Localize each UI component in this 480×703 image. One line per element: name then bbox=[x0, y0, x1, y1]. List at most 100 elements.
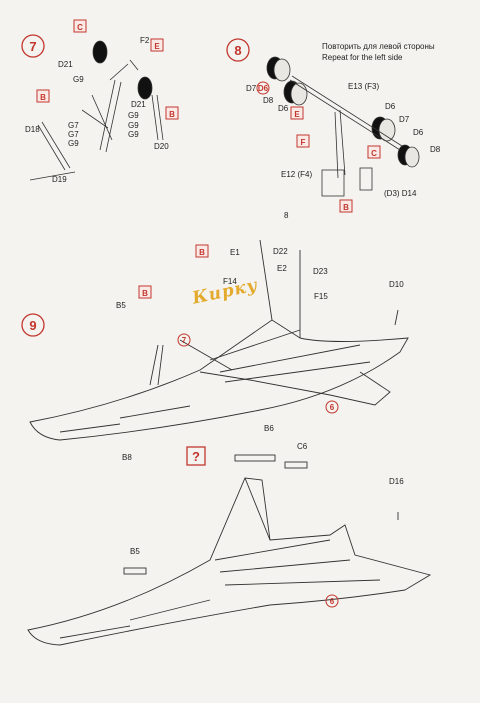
part-label: B bbox=[36, 89, 50, 103]
part-label-text: D8 bbox=[430, 145, 441, 154]
part-label: (D3) D14 bbox=[384, 189, 417, 198]
part-label-text: B6 bbox=[264, 424, 274, 433]
step-number-text: ? bbox=[192, 449, 200, 464]
step-number-7: 7 bbox=[21, 34, 45, 58]
part-label: B5 bbox=[130, 547, 140, 556]
part-label: E12 (F4) bbox=[281, 170, 312, 179]
part-label-text: B bbox=[40, 93, 46, 102]
part-label-text: E1 bbox=[230, 248, 240, 257]
part-label: 6 bbox=[325, 594, 339, 608]
part-label: D16 bbox=[389, 477, 404, 486]
part-label: D6 bbox=[278, 104, 289, 113]
part-label-text: D23 bbox=[313, 267, 328, 276]
part-label-text: B bbox=[343, 203, 349, 212]
part-label-text: 6 bbox=[330, 403, 335, 412]
part-label: D19 bbox=[52, 175, 67, 184]
part-label: E13 (F3) bbox=[348, 82, 379, 91]
step9-aircraft bbox=[29, 239, 409, 441]
part-label: D6 bbox=[385, 102, 396, 111]
part-label: B bbox=[339, 199, 353, 213]
part-label: D8 bbox=[430, 145, 441, 154]
part-label: C bbox=[73, 19, 87, 33]
repeat-note: Повторить для левой стороны Repeat for t… bbox=[322, 41, 435, 63]
part-label-text: F bbox=[301, 138, 306, 147]
part-label-text: G9 bbox=[68, 139, 79, 148]
part-label-text: F15 bbox=[314, 292, 328, 301]
part-label-text: G9 bbox=[128, 130, 139, 139]
part-label: D18 bbox=[25, 125, 40, 134]
part-label-text: D7 bbox=[399, 115, 410, 124]
part-label: B bbox=[195, 244, 209, 258]
part-label-text: D6 bbox=[278, 104, 289, 113]
part-label-text: D6 bbox=[385, 102, 396, 111]
part-label: G9 bbox=[128, 130, 139, 139]
part-label-text: G7 bbox=[68, 121, 79, 130]
part-label: 8 bbox=[284, 211, 289, 220]
part-label-text: D6 bbox=[258, 84, 269, 93]
part-label: D7 bbox=[246, 84, 257, 93]
part-label-text: E12 (F4) bbox=[281, 170, 312, 179]
part-label-text: 8 bbox=[284, 211, 289, 220]
part-label-text: F2 bbox=[140, 36, 150, 45]
part-label-text: E13 (F3) bbox=[348, 82, 379, 91]
step8-gear-drawing bbox=[266, 56, 420, 197]
part-label: F14 bbox=[223, 277, 237, 286]
part-label: G9 bbox=[73, 75, 84, 84]
part-label-text: E bbox=[294, 110, 300, 119]
part-label: G9 bbox=[68, 139, 79, 148]
part-label-text: G9 bbox=[73, 75, 84, 84]
part-label-text: G9 bbox=[128, 111, 139, 120]
part-label-text: D18 bbox=[25, 125, 40, 134]
part-label: E2 bbox=[277, 264, 287, 273]
part-label-text: E bbox=[154, 42, 160, 51]
part-label: B5 bbox=[116, 301, 126, 310]
part-label-text: D21 bbox=[131, 100, 146, 109]
part-label: 6 bbox=[325, 400, 339, 414]
part-label-text: (D3) D14 bbox=[384, 189, 417, 198]
part-label: G7 bbox=[68, 121, 79, 130]
part-label: D6 bbox=[413, 128, 424, 137]
part-label-text: D21 bbox=[58, 60, 73, 69]
step-number-10: ? bbox=[186, 446, 206, 466]
part-label: D8 bbox=[263, 96, 274, 105]
step-number-text: 8 bbox=[234, 43, 241, 58]
step7-gear-drawing bbox=[29, 40, 164, 181]
part-label-text: C6 bbox=[297, 442, 308, 451]
part-label: F15 bbox=[314, 292, 328, 301]
repeat-note-ru: Повторить для левой стороны bbox=[322, 42, 435, 51]
part-label: D21 bbox=[131, 100, 146, 109]
part-label-text: D8 bbox=[263, 96, 274, 105]
part-label-text: B bbox=[169, 110, 175, 119]
part-label-text: D16 bbox=[389, 477, 404, 486]
repeat-note-en: Repeat for the left side bbox=[322, 53, 403, 62]
part-label-text: C bbox=[77, 23, 83, 32]
part-label: 7 bbox=[177, 333, 191, 347]
step-number-text: 9 bbox=[29, 318, 36, 333]
part-label-text: G7 bbox=[68, 130, 79, 139]
step-number-text: 7 bbox=[29, 39, 36, 54]
part-label-text: B5 bbox=[130, 547, 140, 556]
part-label-text: D19 bbox=[52, 175, 67, 184]
part-label-text: F14 bbox=[223, 277, 237, 286]
part-label-text: D7 bbox=[246, 84, 257, 93]
part-label: D7 bbox=[399, 115, 410, 124]
part-label-text: D22 bbox=[273, 247, 288, 256]
part-label: B bbox=[165, 106, 179, 120]
part-label: B8 bbox=[122, 453, 132, 462]
part-label: E1 bbox=[230, 248, 240, 257]
part-label-text: B8 bbox=[122, 453, 132, 462]
part-label: B bbox=[138, 285, 152, 299]
part-label-text: G9 bbox=[128, 121, 139, 130]
step-number-9: 9 bbox=[21, 313, 45, 337]
part-label: D20 bbox=[154, 142, 169, 151]
step10-aircraft bbox=[27, 454, 432, 646]
part-label: D22 bbox=[273, 247, 288, 256]
part-label: D21 bbox=[58, 60, 73, 69]
part-label: F2 bbox=[140, 36, 150, 45]
part-label-text: 6 bbox=[330, 597, 335, 606]
part-label: B6 bbox=[264, 424, 274, 433]
part-label: C6 bbox=[297, 442, 308, 451]
part-label-text: B bbox=[142, 289, 148, 298]
